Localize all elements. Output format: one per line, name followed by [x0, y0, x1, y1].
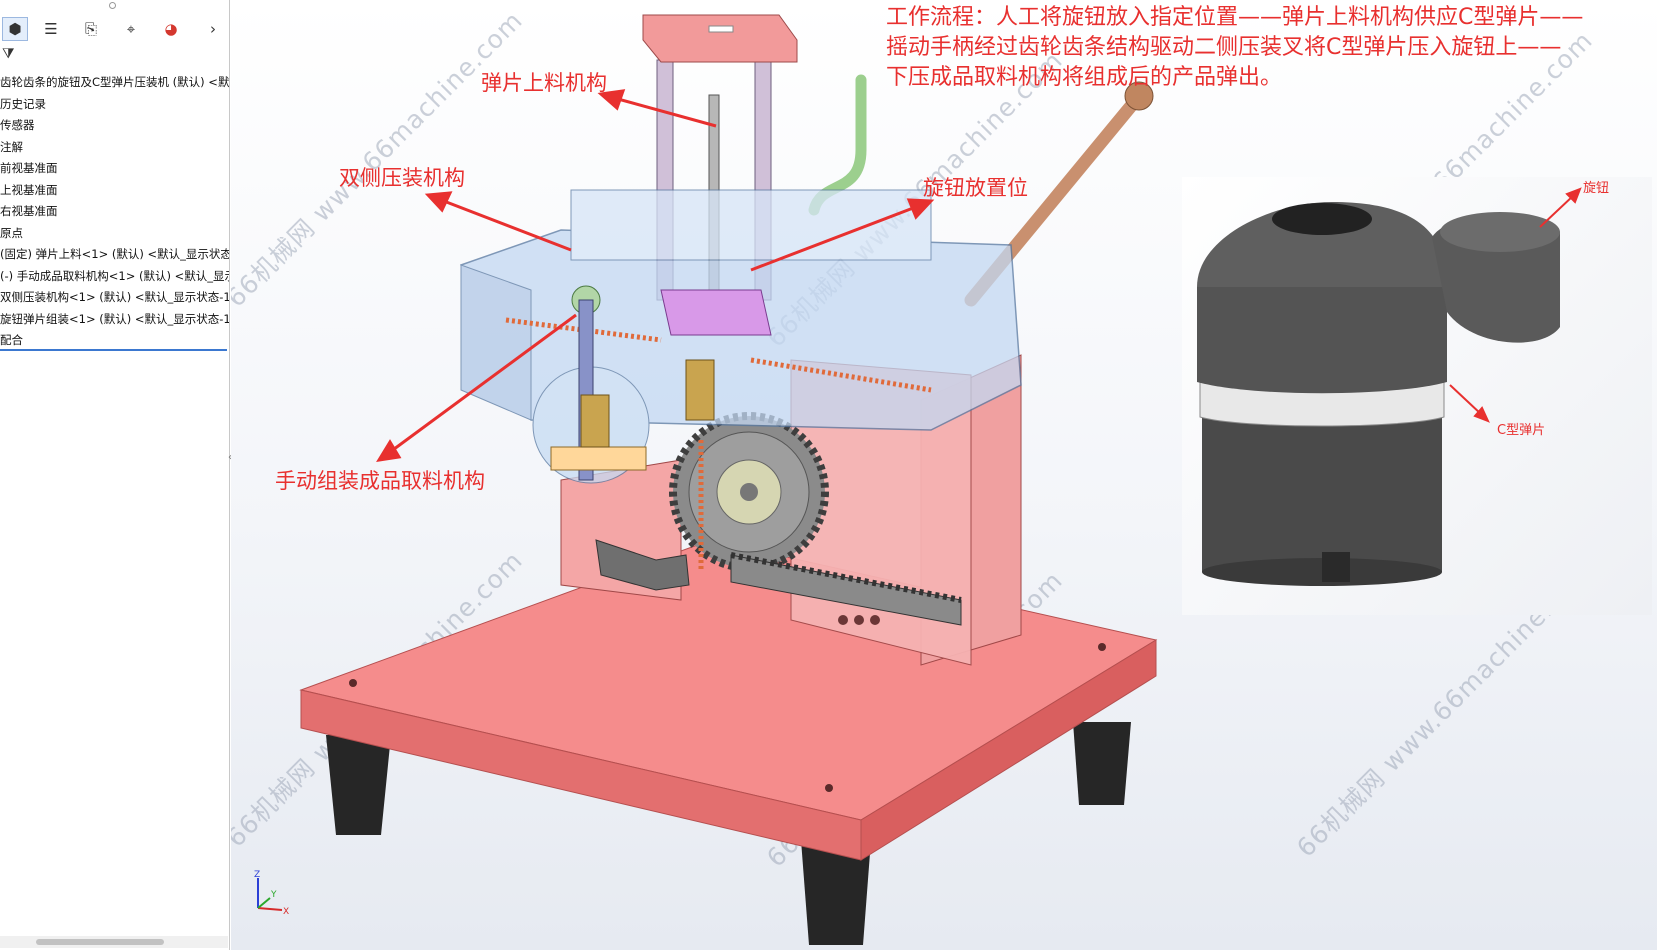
gear-rack: [730, 552, 962, 626]
coordinate-triad: Z X Y: [254, 870, 289, 914]
tree-item-front-plane[interactable]: 前视基准面: [0, 161, 58, 175]
drive-gear: [669, 412, 829, 572]
tree-item-history[interactable]: 历史记录: [0, 96, 46, 111]
more-tabs-button[interactable]: ›: [200, 17, 226, 41]
tree-item-mates[interactable]: 配合: [0, 333, 23, 347]
horizontal-scrollbar[interactable]: [0, 936, 228, 948]
base-plate: [299, 539, 1158, 861]
display-manager-tab[interactable]: ◕: [158, 17, 184, 41]
configuration-icon: ⎘: [84, 20, 97, 38]
tree-item-origin[interactable]: 原点: [0, 225, 23, 240]
triad-x-label: X: [283, 907, 289, 914]
property-manager-icon: ☰: [44, 20, 58, 38]
graphics-area[interactable]: 66机械网 www.66machine.com 66机械网 www.66mach…: [231, 0, 1657, 950]
scrollbar-thumb[interactable]: [36, 939, 164, 945]
spring-feed-label: 弹片上料机构: [481, 71, 607, 95]
tree-filter-button[interactable]: ⧩: [2, 46, 28, 66]
manual-takeout-label: 手动组装成品取料机构: [275, 469, 485, 493]
assembly-icon: ⬢: [8, 20, 22, 38]
triad-z-label: Z: [254, 870, 260, 880]
tree-item-right-plane[interactable]: 右视基准面: [0, 204, 58, 218]
tree-item-annotations[interactable]: 注解: [0, 139, 23, 154]
triad-y-label: Y: [270, 890, 277, 900]
crosshair-icon: ⌖: [126, 20, 136, 38]
property-manager-tab[interactable]: ☰: [38, 17, 64, 41]
tree-item-assembly[interactable]: 齿轮齿条的旋钮及C型弹片压装机 (默认) <默: [0, 75, 229, 89]
configuration-manager-tab[interactable]: ⎘: [78, 17, 104, 41]
tree-item-spring-feed[interactable]: (固定) 弹片上料<1> (默认) <默认_显示状态-: [0, 247, 229, 261]
tree-item-double-press[interactable]: 双侧压装机构<1> (默认) <默认_显示状态-1>: [0, 290, 229, 304]
c-spring-label: C型弹片: [1497, 423, 1546, 438]
filter-icon: ⧩: [2, 46, 15, 62]
panel-tabs: ⬢ ☰ ⎘ ⌖ ◕ ›: [0, 12, 229, 44]
workflow-description: 工作流程：人工将旋钮放入指定位置——弹片上料机构供应C型弹片—— 摇动手柄经过齿…: [886, 5, 1584, 90]
chevron-right-icon: ›: [210, 20, 216, 38]
feature-manager-tab[interactable]: ⬢: [2, 17, 28, 41]
tree-item-sensors[interactable]: 传感器: [0, 118, 35, 132]
tree-item-top-plane[interactable]: 上视基准面: [0, 182, 58, 197]
annotation-arrows: [376, 89, 935, 462]
panel-collapse-handle[interactable]: ‹: [228, 452, 232, 463]
dimxpert-tab[interactable]: ⌖: [118, 17, 144, 41]
knob-label: 旋钮: [1583, 181, 1610, 196]
tree-item-knob-spring[interactable]: 旋钮弹片组装<1> (默认) <默认_显示状态-1>: [0, 311, 229, 326]
takeout-bracket: [550, 359, 715, 591]
machine-3d-model: [299, 14, 1158, 945]
appearance-icon: ◕: [164, 20, 178, 38]
feature-manager-panel: ⬢ ☰ ⎘ ⌖ ◕ › ⧩ 齿轮齿条的旋钮及C型弹片压装机 (默认) <默 历史…: [0, 0, 230, 950]
knob-position-label: 旋钮放置位: [923, 176, 1028, 200]
machine-legs: [326, 690, 1131, 945]
knob-detail-model: [1197, 187, 1582, 586]
double-press-label: 双侧压装机构: [339, 166, 465, 190]
panel-grip[interactable]: [0, 0, 229, 10]
tree-item-manual-takeout[interactable]: (-) 手动成品取料机构<1> (默认) <默认_显示: [0, 268, 229, 283]
knob-detail-inset: 旋钮 C型弹片: [1182, 177, 1652, 615]
panel-split-line[interactable]: [0, 349, 227, 351]
feature-tree: 齿轮齿条的旋钮及C型弹片压装机 (默认) <默 历史记录 传感器 注解 前视基准…: [0, 72, 229, 352]
